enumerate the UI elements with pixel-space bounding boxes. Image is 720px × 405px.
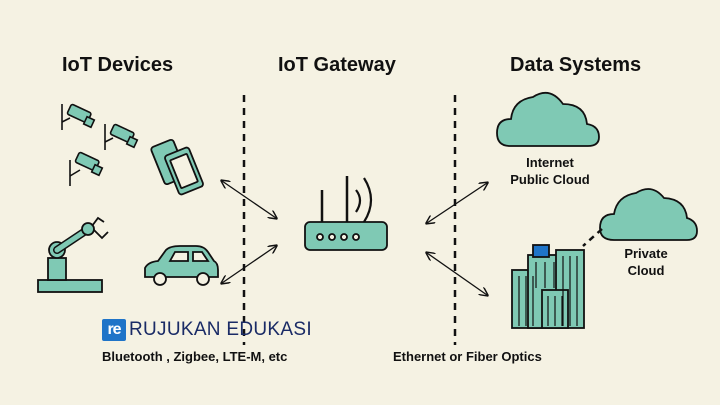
iot-devices-heading: IoT Devices <box>62 54 174 76</box>
robotic-arm-icon <box>37 216 109 293</box>
smartphone-icon <box>150 138 204 196</box>
data-systems-heading: Data Systems <box>510 54 642 76</box>
backhaul-label: Ethernet or Fiber Optics <box>393 349 542 364</box>
private-cloud-label-line2: Cloud <box>627 263 665 278</box>
private-cloud-label: Private Cloud <box>606 245 686 279</box>
private-cloud-label-line1: Private <box>624 246 668 261</box>
public-cloud-label-line1: Internet <box>526 155 574 170</box>
logo-mark: re <box>102 319 126 341</box>
cctv-camera-icon <box>104 123 139 150</box>
arrow-devices-gateway-top <box>222 181 276 218</box>
cloud-icon <box>599 188 698 241</box>
iot-gateway-heading: IoT Gateway <box>278 54 396 76</box>
router-icon <box>304 176 388 251</box>
arrow-gateway-cloud <box>427 183 487 223</box>
cctv-camera-icon <box>69 151 104 186</box>
arrow-devices-gateway-bottom <box>222 246 276 283</box>
cloud-icon <box>496 91 600 147</box>
device-protocols-label: Bluetooth , Zigbee, LTE-M, etc <box>102 349 288 364</box>
logo-text: RUJUKAN EDUKASI <box>129 319 312 340</box>
public-cloud-label: Internet Public Cloud <box>504 154 596 188</box>
building-icon <box>511 244 585 329</box>
car-icon <box>144 245 219 286</box>
rujukan-edukasi-logo: re RUJUKAN EDUKASI <box>102 318 312 342</box>
public-cloud-label-line2: Public Cloud <box>510 172 590 187</box>
private-cloud-link <box>582 228 603 247</box>
arrow-gateway-datacenter <box>427 253 487 295</box>
cctv-camera-icon <box>61 103 96 130</box>
